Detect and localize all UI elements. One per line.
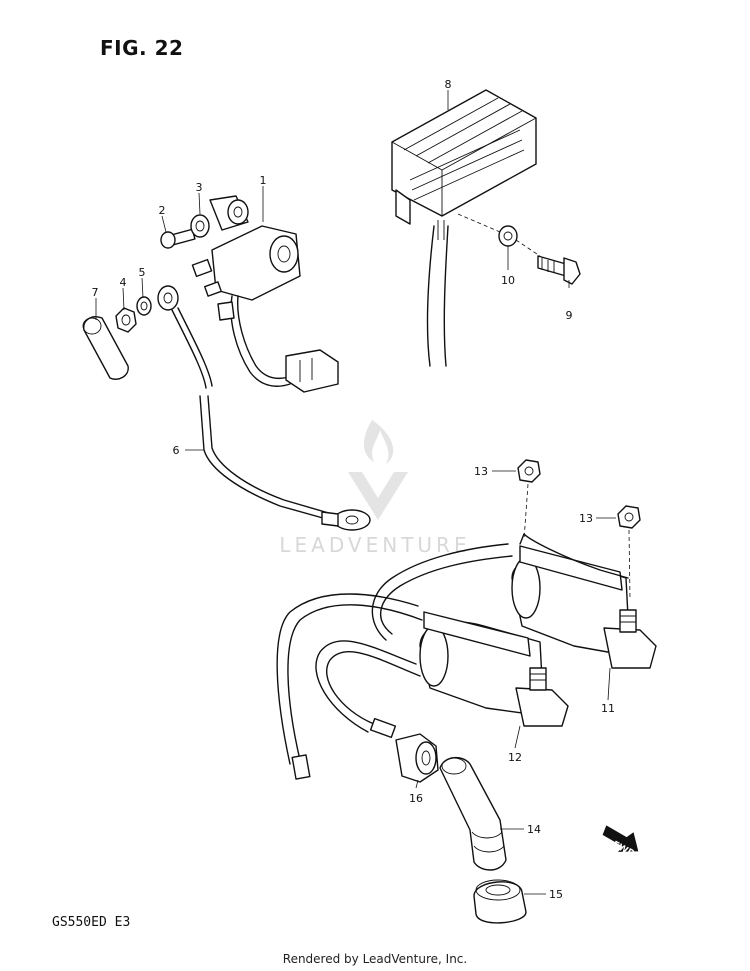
part-starter-relay bbox=[191, 195, 339, 393]
part-wire-6 bbox=[157, 285, 371, 531]
callout-7: 7 bbox=[92, 286, 99, 299]
watermark-v-icon bbox=[348, 472, 408, 520]
callout-11: 11 bbox=[601, 702, 615, 715]
part-bolt-2 bbox=[160, 228, 196, 249]
part-washer-3 bbox=[190, 214, 210, 238]
callout-leaders bbox=[95, 90, 616, 895]
callout-16: 16 bbox=[409, 792, 423, 805]
model-code: GS550ED E3 bbox=[52, 915, 131, 930]
part-bolt-9 bbox=[537, 255, 581, 285]
high-tension-leads bbox=[276, 533, 629, 780]
callout-13b: 13 bbox=[579, 512, 593, 525]
callout-14: 14 bbox=[527, 823, 541, 836]
part-seal-16 bbox=[395, 733, 439, 783]
part-nut-13b bbox=[617, 505, 641, 529]
callout-10: 10 bbox=[501, 274, 515, 287]
part-terminal-cap-7 bbox=[82, 316, 129, 380]
part-plug-cap-14 bbox=[439, 757, 507, 871]
part-nut-13a bbox=[517, 459, 541, 483]
callout-12: 12 bbox=[508, 751, 522, 764]
figure-title: FIG. 22 bbox=[100, 36, 184, 60]
part-cap-cover-15 bbox=[473, 879, 527, 924]
part-regulator-8 bbox=[391, 89, 537, 367]
callout-3: 3 bbox=[196, 181, 203, 194]
watermark-text: LEADVENTURE bbox=[279, 533, 470, 557]
part-washer-5 bbox=[136, 296, 152, 316]
callout-6: 6 bbox=[173, 444, 180, 457]
part-ignition-coil-12 bbox=[419, 611, 569, 727]
callout-15: 15 bbox=[549, 888, 563, 901]
callout-8: 8 bbox=[445, 78, 452, 91]
watermark: LEADVENTURE bbox=[279, 420, 470, 557]
callout-numbers: 1 2 3 4 5 6 7 8 9 10 11 12 13 13 14 15 1… bbox=[92, 78, 616, 901]
callout-2: 2 bbox=[159, 204, 166, 217]
part-nut-4 bbox=[115, 307, 137, 333]
forward-arrow-icon: FWD bbox=[602, 825, 639, 860]
callout-1: 1 bbox=[260, 174, 267, 187]
callout-4: 4 bbox=[120, 276, 127, 289]
callout-13a: 13 bbox=[474, 465, 488, 478]
callout-9: 9 bbox=[566, 309, 573, 322]
footer-credit: Rendered by LeadVenture, Inc. bbox=[282, 952, 468, 966]
watermark-flame-icon bbox=[363, 420, 394, 464]
callout-5: 5 bbox=[139, 266, 146, 279]
part-washer-10 bbox=[498, 225, 518, 247]
part-ignition-coil-11 bbox=[511, 545, 657, 669]
assembly-lines bbox=[457, 213, 631, 601]
